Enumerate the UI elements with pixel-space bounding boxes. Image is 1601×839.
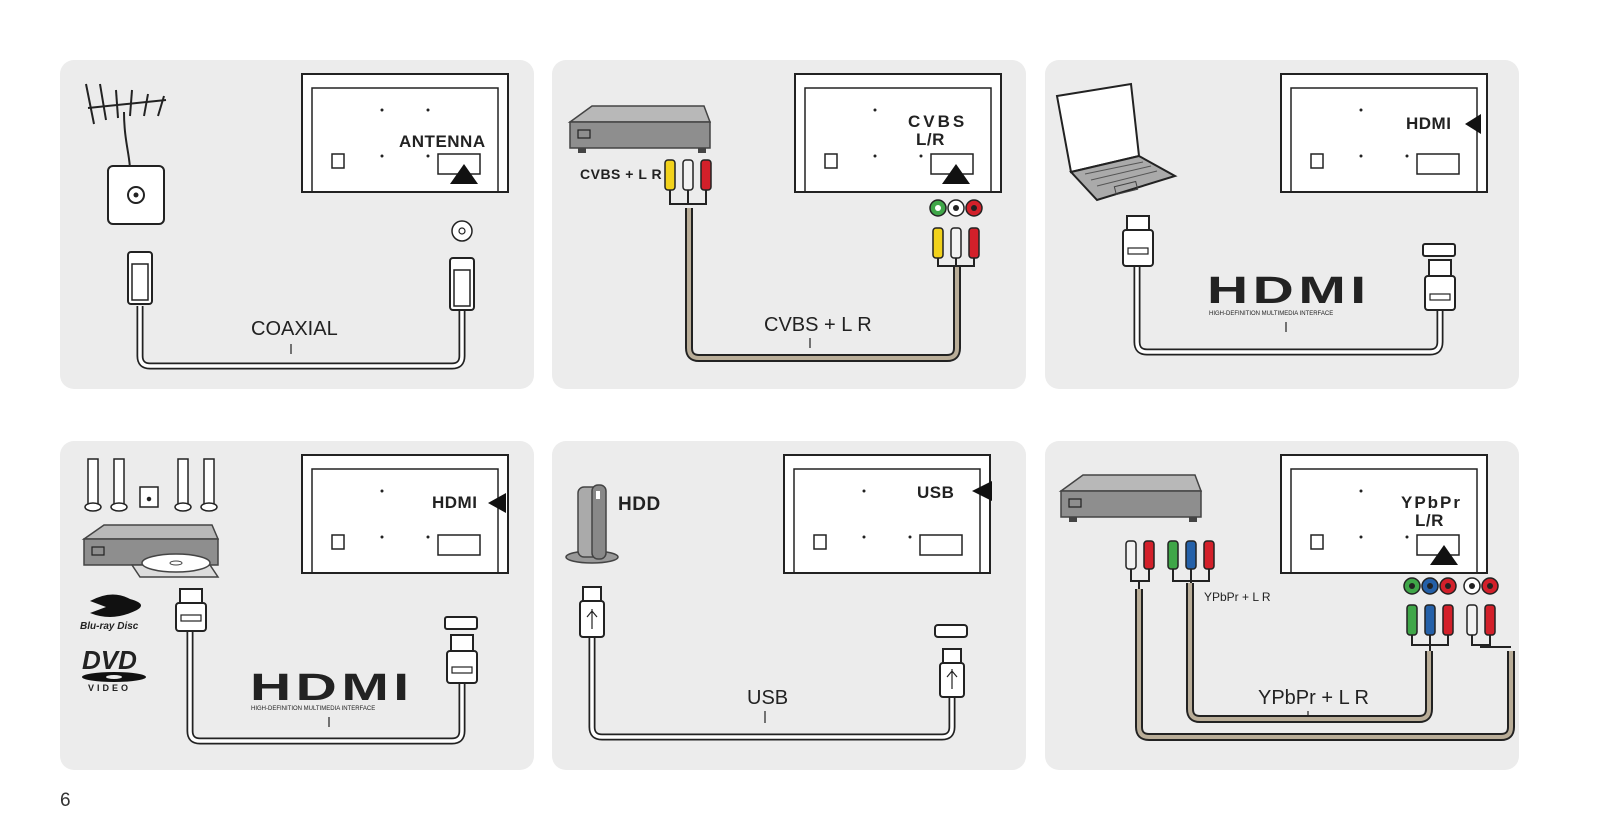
usb-diagram — [565, 454, 992, 741]
hdmi-logo-subtitle: HIGH-DEFINITION MULTIMEDIA INTERFACE — [251, 706, 376, 712]
hdmi-port-label: HDMI — [1406, 114, 1452, 133]
laptop-icon — [1055, 82, 1178, 202]
hdmi-logo: HDMI — [1207, 270, 1371, 312]
rca-plugs-tv-icon — [1403, 577, 1511, 651]
rca-plugs-device-icon — [1125, 540, 1215, 589]
ypbpr-diagram — [1058, 454, 1515, 741]
hdmi-plug-left-icon — [1122, 215, 1154, 267]
usb-port-label: USB — [917, 483, 955, 502]
dvd-logo-icon — [82, 672, 146, 682]
hdmi-plug-left-icon — [175, 588, 207, 632]
antenna-diagram — [85, 73, 509, 370]
dvd-logo-text: DVD — [82, 645, 137, 675]
coax-plug-right-icon — [449, 220, 475, 311]
hdmi-plug-right-icon — [1422, 243, 1456, 311]
panel-cvbs: CVBS L/R CVBS + L R CVBS + L R — [552, 60, 1026, 389]
coaxial-cable-label: COAXIAL — [251, 318, 338, 340]
hdd-icon — [565, 484, 619, 564]
hdd-device-label: HDD — [618, 494, 661, 515]
rca-plugs-tv-icon — [929, 199, 983, 267]
hdmi-plug-right-icon — [444, 616, 478, 684]
wall-socket-icon — [107, 165, 165, 225]
hdmi-logo-subtitle: HIGH-DEFINITION MULTIMEDIA INTERFACE — [1209, 311, 1334, 317]
bluray-logo-icon — [90, 594, 141, 617]
hdmi-port-label: HDMI — [432, 493, 478, 512]
ypbpr-cable-label: YPbPr + L R — [1258, 687, 1369, 709]
tv-back-icon — [1280, 73, 1488, 193]
tv-back-icon — [301, 73, 509, 193]
hdmi-player-diagram — [81, 454, 509, 745]
cvbs-cable-label: CVBS + L R — [764, 314, 872, 336]
rca-plugs-device-icon — [664, 159, 712, 205]
panel-ypbpr: YPbPr L/R YPbPr + L R YPbPr + L R — [1045, 441, 1519, 770]
usb-plug-left-icon — [579, 586, 605, 638]
cvbs-port-label: CVBS — [908, 112, 968, 131]
cvbs-diagram — [567, 73, 1002, 362]
usb-cable-label: USB — [747, 687, 789, 709]
dvd-video-text: VIDEO — [88, 683, 132, 693]
tv-back-icon — [301, 454, 509, 574]
panel-hdmi-laptop: HDMI HDMI HIGH-DEFINITION MULTIMEDIA INT… — [1045, 60, 1519, 389]
coax-plug-left-icon — [127, 251, 153, 305]
hdmi-laptop-diagram — [1055, 73, 1488, 356]
usb-plug-right-icon — [934, 624, 968, 698]
hdmi-logo: HDMI — [250, 667, 414, 709]
ypbpr-lr-port-label: L/R — [1415, 511, 1444, 530]
settop-box-icon — [1058, 474, 1203, 522]
settop-box-icon — [567, 105, 712, 153]
panel-hdmi-player: HDMI Blu-ray Disc DVD VIDEO HDMI HIGH-DE… — [60, 441, 534, 770]
tv-back-icon — [783, 454, 992, 574]
panel-antenna: ANTENNA COAXIAL — [60, 60, 534, 389]
disc-player-icon — [81, 524, 220, 578]
tv-back-icon — [1280, 454, 1488, 574]
cvbs-device-plug-label: CVBS + L R — [580, 166, 663, 182]
cvbs-lr-port-label: L/R — [916, 130, 945, 149]
panel-usb: USB HDD USB — [552, 441, 1026, 770]
antenna-icon — [85, 83, 167, 171]
speakers-icon — [84, 458, 218, 512]
ypbpr-port-label: YPbPr — [1401, 493, 1463, 512]
ypbpr-small-label: YPbPr + L R — [1204, 590, 1271, 604]
page-number: 6 — [60, 790, 71, 811]
antenna-port-label: ANTENNA — [399, 132, 486, 151]
tv-back-icon — [794, 73, 1002, 193]
bluray-logo-text: Blu-ray Disc — [80, 621, 139, 632]
